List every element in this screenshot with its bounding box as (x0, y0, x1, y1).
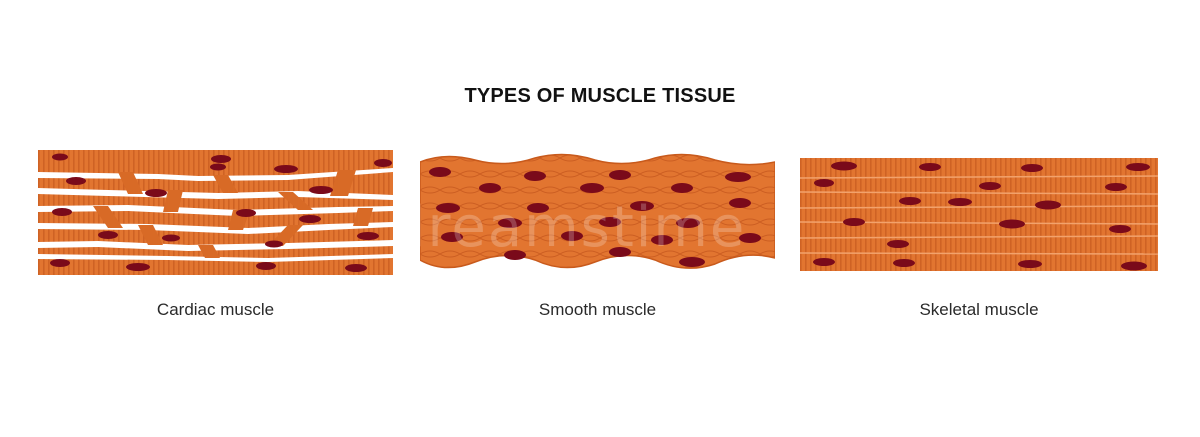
page-title: TYPES OF MUSCLE TISSUE (464, 85, 736, 107)
cardiac-muscle-caption: Cardiac muscle (156, 300, 275, 319)
smooth-muscle-caption: Smooth muscle (538, 300, 657, 319)
skeletal-muscle-illustration (800, 150, 1158, 275)
smooth-muscle-illustration (420, 150, 775, 275)
skeletal-muscle-caption: Skeletal muscle (919, 300, 1039, 319)
cardiac-muscle-illustration (38, 150, 393, 275)
